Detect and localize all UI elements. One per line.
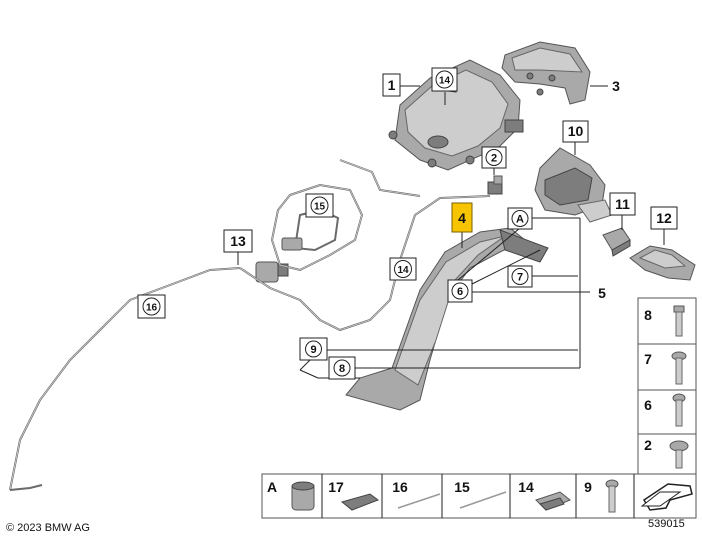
- svg-text:16: 16: [392, 479, 408, 495]
- svg-text:14: 14: [397, 265, 409, 276]
- callout-A[interactable]: A: [507, 207, 533, 230]
- svg-text:9: 9: [310, 344, 316, 356]
- callout-7[interactable]: 7: [507, 265, 533, 288]
- callout-13[interactable]: 13: [223, 229, 253, 253]
- svg-text:14: 14: [439, 76, 451, 87]
- legend-item-14-clip[interactable]: 14: [518, 479, 571, 511]
- callout-15[interactable]: 15: [305, 193, 334, 218]
- legend-item-15-tie[interactable]: 15: [454, 479, 507, 509]
- part-13-module[interactable]: [255, 261, 289, 283]
- svg-text:14: 14: [518, 479, 534, 495]
- part-12-handle[interactable]: [629, 245, 696, 281]
- svg-text:6: 6: [457, 286, 463, 298]
- callout-1[interactable]: 1: [382, 73, 401, 97]
- cable-15-loop[interactable]: [270, 159, 421, 272]
- callout-10[interactable]: 10: [562, 120, 589, 143]
- leader-lines: [237, 85, 665, 379]
- legend-item-16-tie[interactable]: 16: [392, 479, 441, 509]
- legend-item-8[interactable]: 8: [644, 305, 685, 337]
- svg-text:7: 7: [517, 272, 523, 284]
- svg-text:1: 1: [388, 77, 396, 93]
- svg-text:4: 4: [458, 210, 466, 226]
- callout-3[interactable]: 3: [612, 78, 620, 94]
- legend-item-7[interactable]: 7: [644, 351, 687, 385]
- part-4-support-arm[interactable]: [345, 227, 549, 411]
- callout-14-mid[interactable]: 14: [389, 257, 417, 281]
- legend-item-17-pad[interactable]: 17: [328, 479, 380, 511]
- svg-text:8: 8: [339, 363, 345, 375]
- svg-text:8: 8: [644, 307, 652, 323]
- legend-item-2[interactable]: 2: [644, 437, 689, 469]
- part-11-clip[interactable]: [602, 227, 631, 257]
- callout-2[interactable]: 2: [481, 146, 507, 169]
- callout-4-highlighted[interactable]: 4: [451, 202, 473, 233]
- callout-14-top[interactable]: 14: [431, 67, 458, 92]
- svg-text:2: 2: [491, 153, 497, 165]
- svg-text:15: 15: [314, 202, 326, 213]
- callout-16[interactable]: 16: [137, 294, 166, 319]
- legend-item-6[interactable]: 6: [644, 393, 686, 427]
- svg-text:13: 13: [230, 233, 246, 249]
- svg-text:3: 3: [612, 78, 620, 94]
- diagram-number: 539015: [648, 518, 685, 530]
- svg-text:2: 2: [644, 437, 652, 453]
- callout-5[interactable]: 5: [598, 285, 606, 301]
- part-3-trim-cover[interactable]: [501, 41, 591, 105]
- svg-text:16: 16: [146, 303, 158, 314]
- callout-9[interactable]: 9: [299, 337, 328, 361]
- cable-16[interactable]: [9, 195, 491, 491]
- svg-text:10: 10: [568, 123, 584, 139]
- part-10-housing[interactable]: [534, 147, 613, 223]
- svg-text:A: A: [516, 214, 524, 226]
- callout-6[interactable]: 6: [447, 279, 473, 303]
- legend-row: A 17 16 15 14 9: [261, 473, 697, 519]
- svg-text:A: A: [267, 479, 277, 495]
- svg-text:5: 5: [598, 285, 606, 301]
- copyright-text: © 2023 BMW AG: [6, 522, 90, 534]
- part-2-connector[interactable]: [487, 175, 503, 195]
- legend-column: 8 7 6 2: [637, 297, 697, 475]
- svg-text:7: 7: [644, 351, 652, 367]
- svg-text:12: 12: [656, 210, 672, 226]
- legend-item-9-bolt[interactable]: 9: [584, 479, 619, 513]
- svg-text:17: 17: [328, 479, 344, 495]
- callout-8[interactable]: 8: [328, 356, 356, 380]
- svg-text:6: 6: [644, 397, 652, 413]
- callout-11[interactable]: 11: [609, 192, 636, 216]
- legend-item-A-bushing[interactable]: A: [267, 479, 315, 511]
- arrow-icon: [640, 483, 693, 511]
- part-1-cover-plate[interactable]: [388, 59, 524, 171]
- svg-text:11: 11: [615, 196, 630, 212]
- svg-text:15: 15: [454, 479, 470, 495]
- callout-12[interactable]: 12: [650, 206, 678, 230]
- svg-text:9: 9: [584, 479, 592, 495]
